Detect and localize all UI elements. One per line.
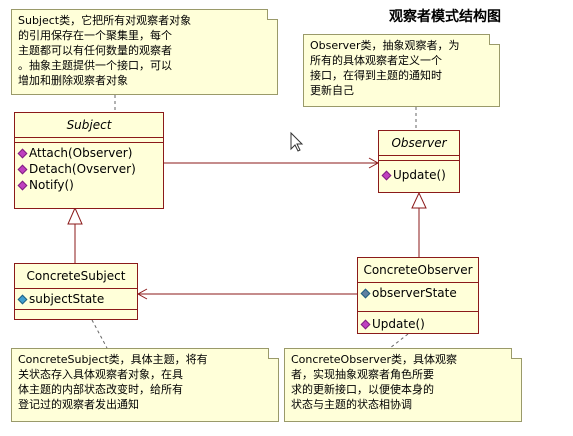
operation-update: Update() (393, 168, 446, 182)
operation-diamond-icon (381, 170, 392, 180)
attribute-subject-state: subjectState (29, 292, 105, 306)
note-concrete-observer: ConcreteObserver类，具体观察 者，实现抽象观察者角色所要 求的更… (284, 348, 522, 422)
attribute-observer-state: observerState (372, 286, 457, 300)
class-observer-operations: Update() (379, 161, 459, 185)
class-concrete-observer[interactable]: ConcreteObserver observerState Update() (357, 257, 479, 334)
note-concrete-subject: ConcreteSubject类，具体主题，将有 关状态存入具体观察者对象，在具… (11, 348, 279, 422)
class-concrete-observer-operations: Update() (358, 312, 478, 334)
class-subject-operations: Attach(Observer) Detach(Ovserver) Notify… (15, 143, 163, 195)
mouse-cursor-icon (290, 131, 304, 152)
class-observer-attributes (379, 156, 459, 161)
operation-update: Update() (372, 317, 425, 331)
operation-diamond-icon (17, 180, 28, 190)
note-subject: Subject类，它把所有对观察者对象 的引用保存在一个聚集里，每个 主题都可以… (11, 9, 278, 95)
class-observer-name: Observer (379, 131, 459, 156)
operation-attach: Attach(Observer) (29, 146, 133, 160)
operation-diamond-icon (360, 319, 371, 329)
class-subject-attributes (15, 138, 163, 143)
class-concrete-subject-attributes: subjectState (15, 289, 137, 310)
class-concrete-observer-name: ConcreteObserver (358, 258, 478, 283)
class-subject[interactable]: Subject Attach(Observer) Detach(Ovserver… (14, 112, 164, 209)
class-concrete-observer-attributes: observerState (358, 283, 478, 312)
class-concrete-subject-name: ConcreteSubject (15, 264, 137, 289)
operation-notify: Notify() (29, 178, 74, 192)
attribute-diamond-icon (17, 294, 28, 304)
operation-diamond-icon (17, 164, 28, 174)
class-concrete-subject-operations (15, 310, 137, 320)
diagram-title: 观察者模式结构图 (389, 9, 501, 25)
attribute-diamond-icon (360, 288, 371, 298)
class-concrete-subject[interactable]: ConcreteSubject subjectState (14, 263, 138, 320)
operation-detach: Detach(Ovserver) (29, 162, 136, 176)
note-observer: Observer类，抽象观察者，为 所有的具体观察者定义一个 接口，在得到主题的… (303, 34, 500, 107)
operation-diamond-icon (17, 148, 28, 158)
class-observer[interactable]: Observer Update() (378, 130, 460, 193)
class-subject-name: Subject (15, 113, 163, 138)
